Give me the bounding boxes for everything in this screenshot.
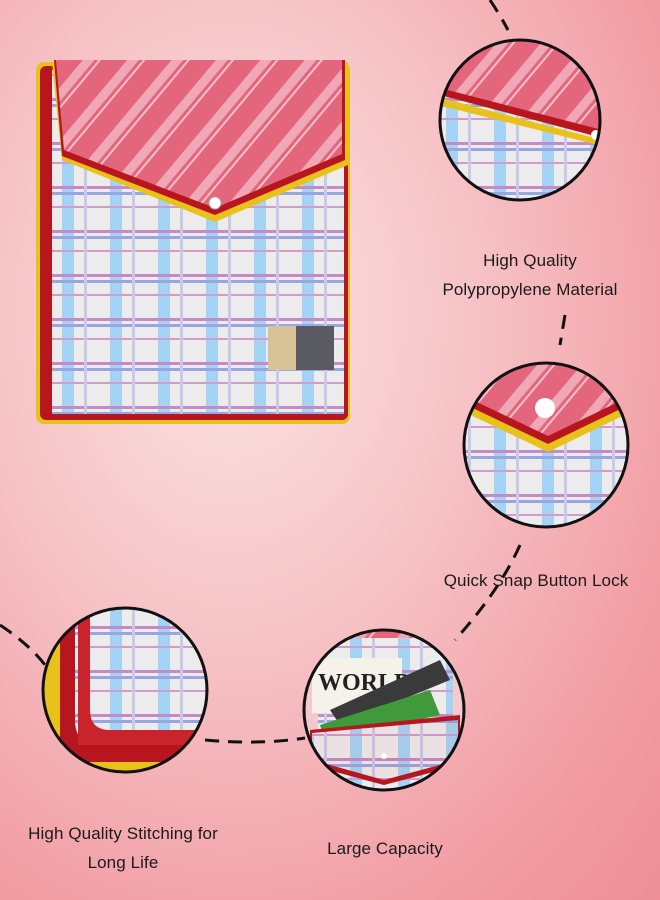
feature-capacity-label: Large Capacity	[300, 834, 470, 863]
feature-snap-label: Quick Snap Button Lock	[420, 566, 652, 595]
detail-stitching	[43, 608, 207, 772]
feature-material-line1: High Quality	[483, 251, 577, 270]
feature-snap-line1: Quick Snap Button Lock	[443, 571, 629, 590]
document-folder	[36, 60, 350, 424]
detail-capacity: WORLD	[304, 630, 464, 790]
detail-snap-button	[464, 363, 628, 527]
feature-stitching-line1: High Quality Stitching for	[28, 824, 218, 843]
feature-stitching-line2: Long Life	[87, 853, 159, 872]
feature-capacity-line1: Large Capacity	[327, 839, 443, 858]
feature-stitching-label: High Quality Stitching for Long Life	[0, 819, 246, 877]
feature-material-line2: Polypropylene Material	[442, 280, 618, 299]
detail-material	[440, 40, 600, 200]
dashed-connectors	[0, 0, 567, 744]
feature-material-label: High Quality Polypropylene Material	[420, 246, 640, 304]
